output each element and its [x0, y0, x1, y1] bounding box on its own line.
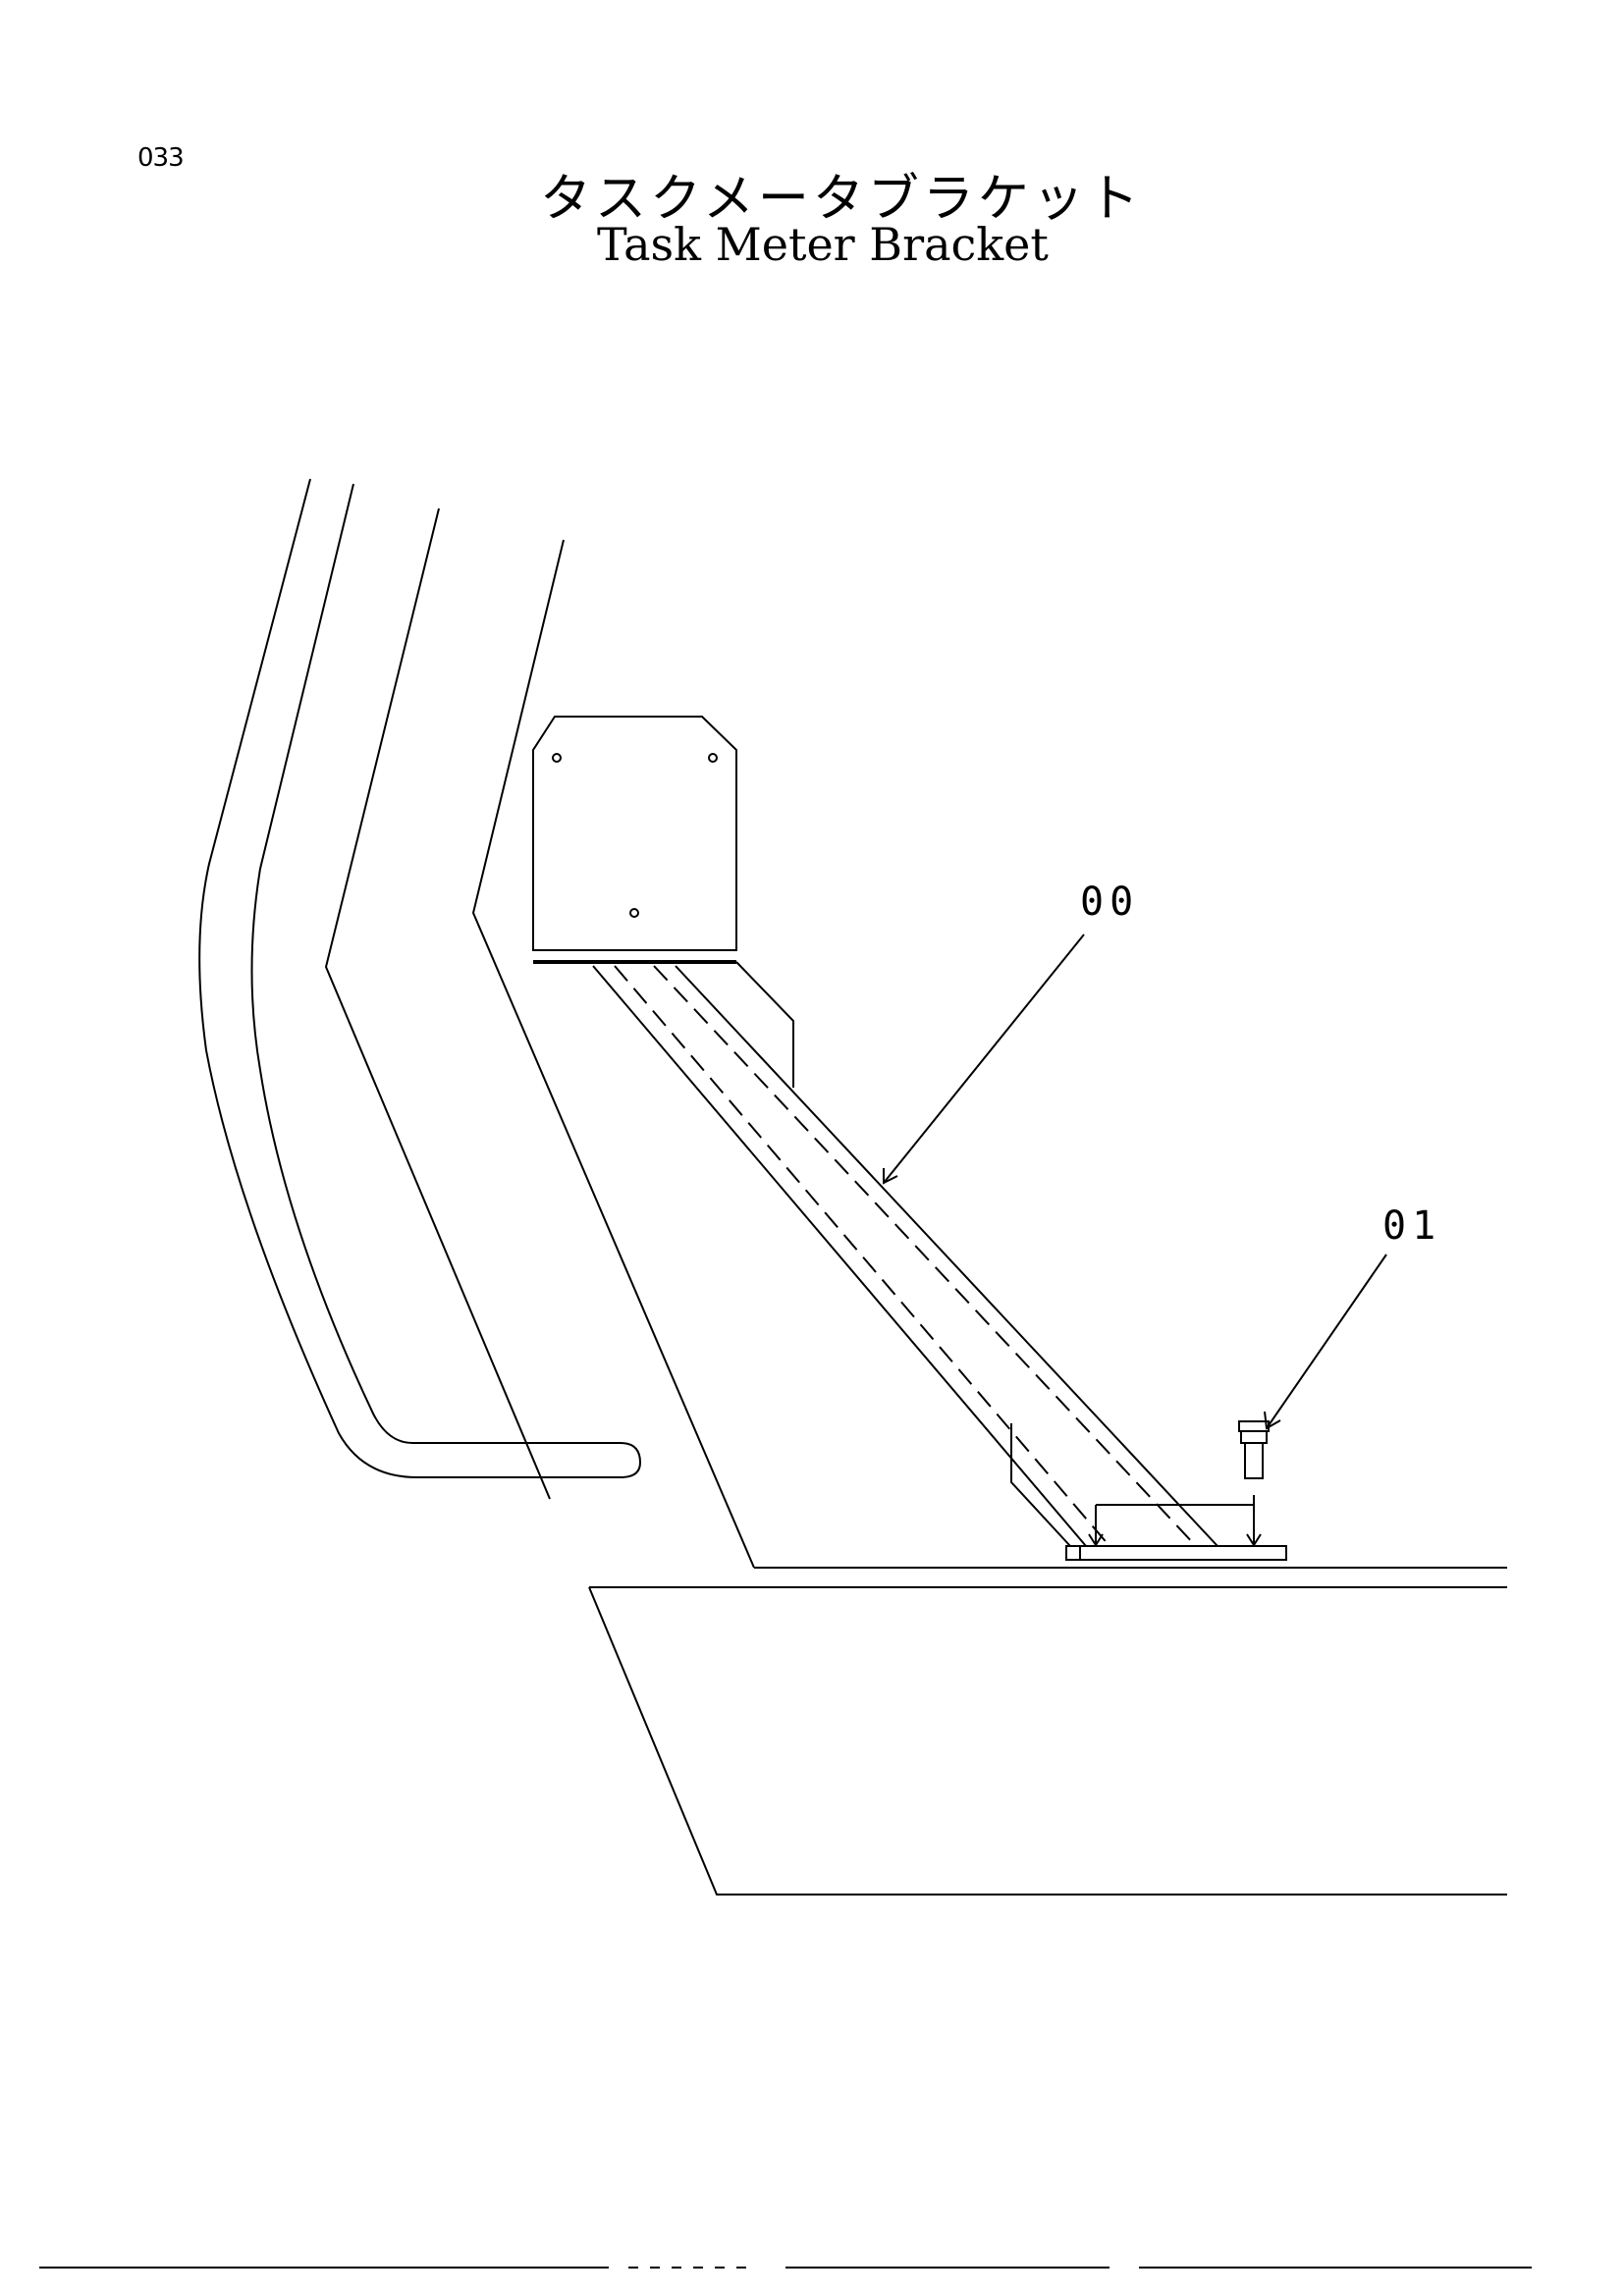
bracket-tube [592, 961, 1218, 1547]
meter-box [532, 716, 737, 964]
cab-frame [198, 478, 1507, 1896]
page-number: 033 [137, 143, 185, 173]
base-plate [1065, 1495, 1287, 1561]
callout-01: 01 [1382, 1203, 1441, 1249]
title-english: Task Meter Bracket [597, 218, 1049, 271]
title-japanese: タスクメータブラケット [540, 170, 1143, 229]
callout-00: 00 [1080, 880, 1139, 925]
bolt-icon [1238, 1420, 1270, 1479]
leader-lines [883, 934, 1387, 1430]
